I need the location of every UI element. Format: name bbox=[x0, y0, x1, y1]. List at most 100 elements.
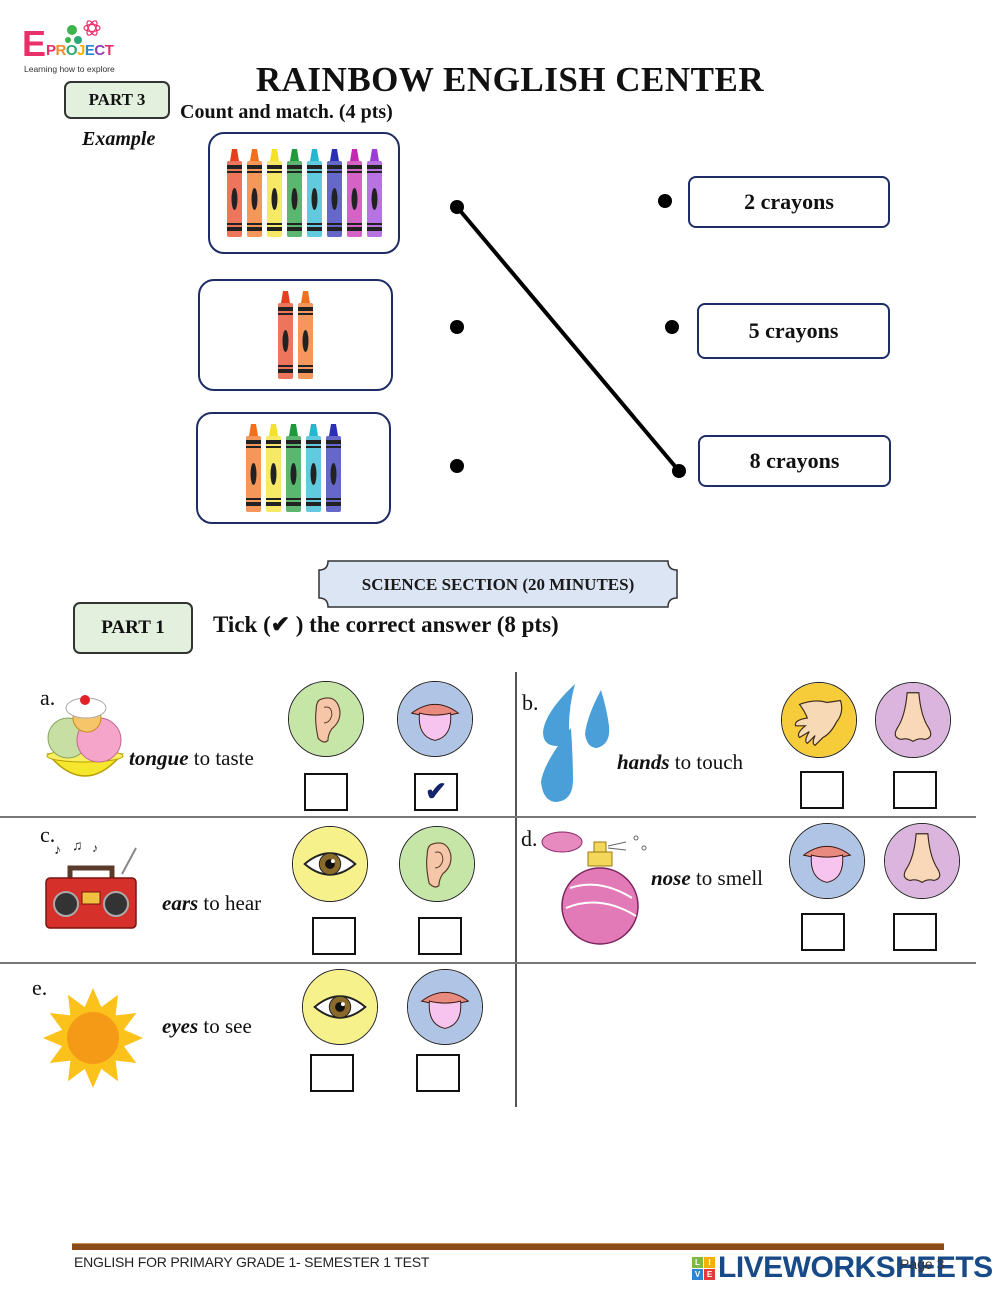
eye-option-icon bbox=[292, 826, 368, 902]
item-b-rest: to touch bbox=[669, 750, 744, 774]
brand-tile: L bbox=[692, 1256, 703, 1268]
brand-tiles: L I V E bbox=[692, 1256, 715, 1280]
item-c-checkbox-1[interactable] bbox=[312, 917, 356, 955]
item-a-keyword: tongue bbox=[129, 746, 189, 770]
brand-tile: V bbox=[692, 1268, 703, 1280]
science-banner: SCIENCE SECTION (20 MINUTES) bbox=[318, 560, 678, 608]
example-match-line bbox=[455, 205, 681, 473]
left-dot-2[interactable] bbox=[450, 320, 464, 334]
brand-tile: I bbox=[704, 1256, 715, 1268]
right-dot-1[interactable] bbox=[658, 194, 672, 208]
answer-box-1: 2 crayons bbox=[688, 176, 890, 228]
ear-option-icon bbox=[399, 826, 475, 902]
right-dot-2[interactable] bbox=[665, 320, 679, 334]
nose-option-icon bbox=[884, 823, 960, 899]
grid-divider-row-2 bbox=[0, 962, 976, 964]
crayon-icon bbox=[298, 291, 313, 379]
item-b-checkbox-2[interactable] bbox=[893, 771, 937, 809]
svg-text:♪: ♪ bbox=[54, 843, 61, 858]
right-dot-3[interactable] bbox=[672, 464, 686, 478]
tongue-option-icon bbox=[789, 823, 865, 899]
item-a-phrase: tongue to taste bbox=[129, 746, 254, 771]
page-title: RAINBOW ENGLISH CENTER bbox=[255, 60, 765, 99]
brand-tile: E bbox=[704, 1268, 715, 1280]
logo-letter: J bbox=[77, 42, 85, 59]
item-d-keyword: nose bbox=[651, 866, 691, 890]
footer-divider bbox=[72, 1243, 944, 1250]
answer-box-3: 8 crayons bbox=[698, 435, 891, 487]
item-c-phrase: ears to hear bbox=[162, 891, 261, 916]
perfume-picture bbox=[541, 831, 647, 945]
crayon-icon bbox=[246, 149, 262, 237]
example-label: Example bbox=[82, 128, 156, 150]
logo-letter: E bbox=[84, 42, 95, 59]
item-e-phrase: eyes to see bbox=[162, 1014, 252, 1039]
item-b-phrase: hands to touch bbox=[617, 750, 743, 775]
eproject-logo: E PROJECT Learning how to explore bbox=[20, 18, 140, 78]
match-lines bbox=[455, 205, 681, 473]
item-d-checkbox-2[interactable] bbox=[893, 913, 937, 951]
part3-instruction: Count and match. (4 pts) bbox=[180, 101, 393, 123]
item-e-keyword: eyes bbox=[162, 1014, 199, 1038]
item-c-rest: to hear bbox=[198, 891, 262, 915]
crayon-icon bbox=[326, 424, 341, 512]
item-a-checkbox-1[interactable] bbox=[304, 773, 348, 811]
left-dot-3[interactable] bbox=[450, 459, 464, 473]
item-e-checkbox-2[interactable] bbox=[416, 1054, 460, 1092]
radio-picture: ♪♫♪ bbox=[45, 840, 137, 929]
grid-divider-row-1 bbox=[0, 816, 976, 818]
check-mark-icon: ✔ bbox=[425, 777, 447, 806]
crayon-icon bbox=[278, 291, 293, 379]
eye-option-icon bbox=[302, 969, 378, 1045]
crayon-icon bbox=[266, 424, 281, 512]
crayon-icon bbox=[366, 149, 382, 237]
tongue-option-icon bbox=[407, 969, 483, 1045]
part1-instruction: Tick (✔ ) the correct answer (8 pts) bbox=[213, 612, 559, 637]
brand-name: LIVEWORKSHEETS bbox=[718, 1251, 993, 1284]
svg-text:♪: ♪ bbox=[92, 841, 98, 855]
item-e-checkbox-1[interactable] bbox=[310, 1054, 354, 1092]
crayon-icon bbox=[286, 149, 302, 237]
item-d-checkbox-1[interactable] bbox=[801, 913, 845, 951]
logo-letter: O bbox=[65, 42, 78, 59]
part1-badge: PART 1 bbox=[73, 602, 193, 654]
science-banner-text: SCIENCE SECTION (20 MINUTES) bbox=[361, 575, 635, 594]
crayon-icon bbox=[306, 149, 322, 237]
logo-letter: R bbox=[55, 42, 67, 59]
crayon-icon bbox=[246, 424, 261, 512]
item-a-checkbox-2[interactable]: ✔ bbox=[414, 773, 458, 811]
grid-divider-vertical bbox=[515, 672, 517, 1107]
logo-letter: C bbox=[94, 42, 105, 59]
item-a-rest: to taste bbox=[188, 746, 254, 770]
sun-picture bbox=[43, 988, 143, 1088]
item-b-keyword: hands bbox=[617, 750, 670, 774]
crayon-icon bbox=[326, 149, 342, 237]
item-d-rest: to smell bbox=[690, 866, 764, 890]
crayon-icon bbox=[266, 149, 282, 237]
banner-shape bbox=[318, 560, 678, 608]
item-b-letter: b. bbox=[522, 690, 539, 715]
logo-letter: T bbox=[104, 42, 114, 59]
answer-box-2: 5 crayons bbox=[697, 303, 890, 359]
part3-badge: PART 3 bbox=[64, 81, 170, 119]
crayon-icon bbox=[346, 149, 362, 237]
item-c-checkbox-2[interactable] bbox=[418, 917, 462, 955]
nose-option-icon bbox=[875, 682, 951, 758]
item-b-checkbox-1[interactable] bbox=[800, 771, 844, 809]
item-d-letter: d. bbox=[521, 826, 538, 851]
atom-icon bbox=[65, 20, 101, 44]
crayon-group-2 bbox=[198, 279, 393, 391]
item-a-letter: a. bbox=[40, 685, 56, 710]
item-c-letter: c. bbox=[40, 822, 56, 847]
logo-letter: E bbox=[22, 23, 47, 64]
item-e-rest: to see bbox=[198, 1014, 252, 1038]
left-dot-1[interactable] bbox=[450, 200, 464, 214]
ice-cream-picture bbox=[46, 695, 124, 777]
logo-letter: P bbox=[46, 42, 56, 59]
crayon-group-1 bbox=[208, 132, 400, 254]
crayon-icon bbox=[286, 424, 301, 512]
logo-tagline: Learning how to explore bbox=[24, 64, 115, 74]
crayon-icon bbox=[226, 149, 242, 237]
ear-option-icon bbox=[288, 681, 364, 757]
crayon-icon bbox=[306, 424, 321, 512]
